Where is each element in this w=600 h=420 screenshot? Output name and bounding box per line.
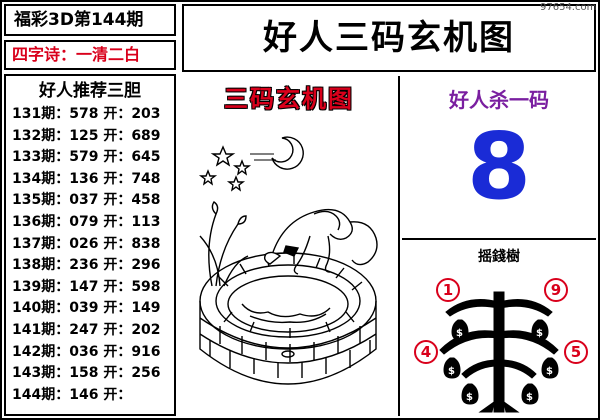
- list-item: 137期：026 开：838: [12, 235, 161, 252]
- money-tree-title: 摇錢樹: [478, 249, 520, 265]
- list-item: 144期：146 开：: [12, 386, 132, 403]
- tree-number-2: 9: [544, 278, 568, 302]
- list-item: 135期：037 开：458: [12, 192, 161, 209]
- kill-title: 好人杀一码: [449, 88, 549, 112]
- svg-text:$: $: [526, 392, 533, 403]
- four-character-poem: 四字诗：一清二白: [4, 40, 176, 70]
- list-item: 136期：079 开：113: [12, 213, 161, 230]
- recommendation-panel: 好人推荐三胆 131期：578 开：203 132期：125 开：689 133…: [4, 74, 176, 416]
- list-item: 139期：147 开：598: [12, 278, 161, 295]
- monkey-well-illustration-icon: [198, 136, 378, 385]
- picture-caption: 三码玄机图: [224, 85, 354, 113]
- tree-number-1: 1: [436, 278, 460, 302]
- issue-title: 福彩3D第144期: [4, 4, 176, 36]
- list-item: 140期：039 开：149: [12, 300, 161, 317]
- tree-number-3: 4: [414, 340, 438, 364]
- kill-number: 8: [466, 113, 531, 220]
- recommendation-title: 好人推荐三胆: [39, 81, 141, 101]
- page-title: 好人三码玄机图: [182, 4, 596, 72]
- svg-text:$: $: [456, 328, 463, 339]
- recommendation-list: 131期：578 开：203 132期：125 开：689 133期：579 开…: [6, 104, 174, 406]
- money-tree-illustration-icon: $ $ $ $ $ $: [439, 291, 559, 413]
- list-item: 143期：158 开：256: [12, 365, 161, 382]
- svg-text:$: $: [466, 392, 473, 403]
- list-item: 132期：125 开：689: [12, 127, 161, 144]
- kill-one-panel: 好人杀一码 8: [402, 76, 596, 240]
- svg-text:$: $: [536, 328, 543, 339]
- list-item: 131期：578 开：203: [12, 106, 161, 122]
- puzzle-picture-panel: 三码玄机图: [182, 76, 400, 416]
- site-watermark[interactable]: 97654.com: [540, 2, 597, 13]
- list-item: 133期：579 开：645: [12, 149, 161, 166]
- list-item: 134期：136 开：748: [12, 170, 161, 187]
- money-tree-panel: 摇錢樹 $ $ $ $ $ $: [402, 242, 596, 416]
- tree-number-4: 5: [564, 340, 588, 364]
- list-item: 142期：036 开：916: [12, 343, 161, 360]
- svg-text:$: $: [546, 366, 553, 377]
- list-item: 138期：236 开：296: [12, 257, 161, 274]
- svg-text:$: $: [448, 366, 455, 377]
- left-column: 福彩3D第144期 四字诗：一清二白 好人推荐三胆 131期：578 开：203…: [4, 4, 176, 416]
- list-item: 141期：247 开：202: [12, 321, 161, 338]
